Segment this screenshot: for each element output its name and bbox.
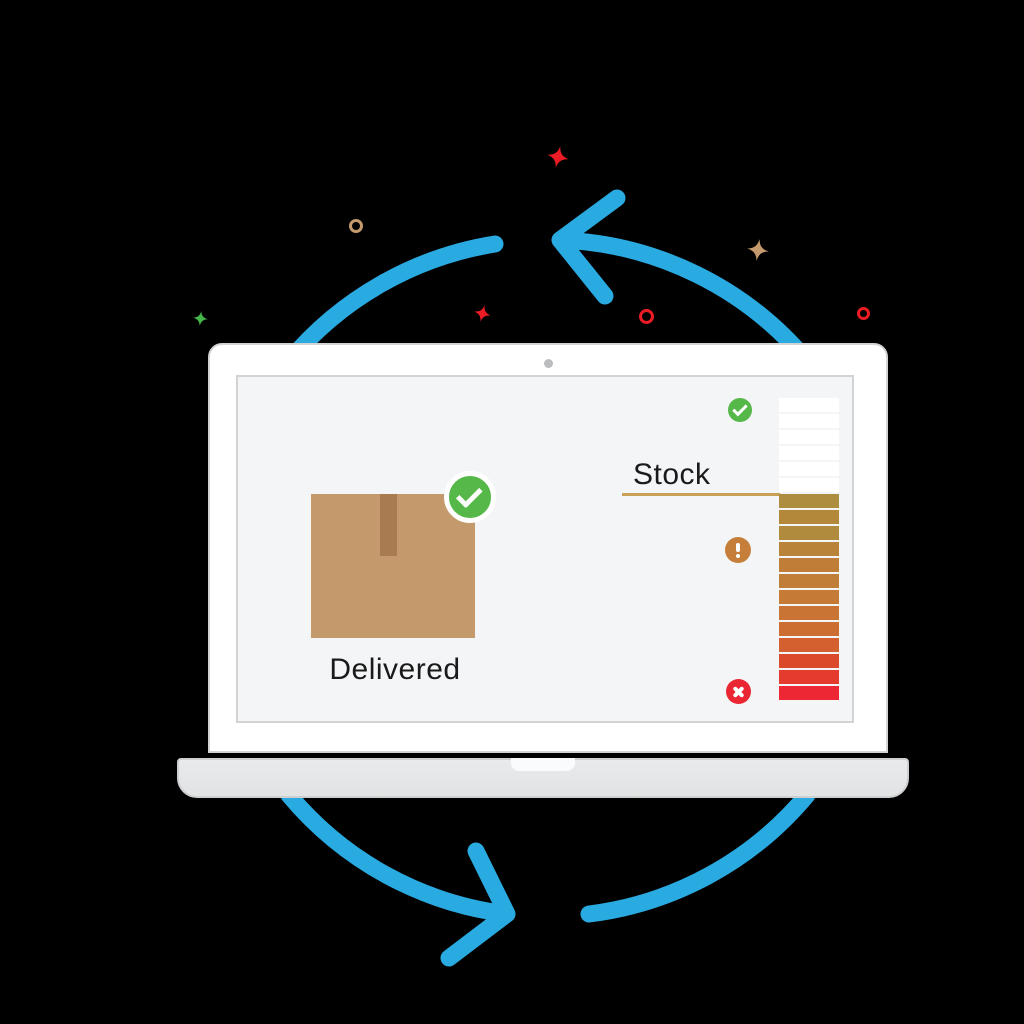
base-notch — [511, 758, 575, 771]
stock-bar — [779, 430, 839, 444]
package-tape-icon — [380, 494, 397, 556]
check-icon — [732, 400, 748, 417]
stock-ok-badge — [728, 398, 752, 422]
sparkle-red-large-icon — [545, 144, 571, 170]
sparkle-red-small-icon — [472, 303, 493, 324]
cycle-arrow-top-icon — [551, 189, 816, 370]
stock-label: Stock — [633, 458, 711, 491]
stock-bar — [779, 398, 839, 412]
laptop-base — [177, 758, 909, 798]
webcam-dot-icon — [544, 359, 553, 368]
circle-outline-red-right-icon — [857, 307, 870, 320]
stock-warning-badge — [725, 537, 751, 563]
package-box-icon — [311, 494, 475, 638]
stock-underline — [622, 493, 780, 496]
stock-bar — [779, 478, 839, 492]
sparkle-tan-icon — [746, 238, 771, 263]
stock-bar — [779, 494, 839, 508]
stock-bar — [779, 670, 839, 684]
stock-bar — [779, 526, 839, 540]
cycle-arc-top-left-icon — [280, 235, 504, 370]
stock-bar — [779, 638, 839, 652]
stock-bar — [779, 558, 839, 572]
stock-bar — [779, 574, 839, 588]
stock-bar — [779, 414, 839, 428]
exclamation-dot-icon — [736, 553, 740, 558]
exclamation-icon — [736, 542, 740, 552]
stock-bar — [779, 462, 839, 476]
circle-outline-red-mid-icon — [639, 309, 654, 324]
stock-bar — [779, 542, 839, 556]
stock-bar — [779, 622, 839, 636]
stock-bar — [779, 446, 839, 460]
delivered-label: Delivered — [329, 653, 461, 686]
stock-bar — [779, 510, 839, 524]
delivered-check-badge — [444, 471, 496, 523]
stock-bar — [779, 606, 839, 620]
stock-bar — [779, 654, 839, 668]
stock-bar — [779, 686, 839, 700]
circle-outline-tan-icon — [349, 219, 363, 233]
stock-bar — [779, 590, 839, 604]
sparkle-green-icon — [192, 310, 208, 326]
x-icon — [732, 685, 745, 698]
stock-out-badge — [726, 679, 751, 704]
check-icon — [455, 481, 483, 509]
stock-bars — [779, 398, 839, 702]
cycle-arc-bottom-right-icon — [580, 786, 816, 923]
cycle-arrow-bottom-icon — [280, 786, 516, 967]
